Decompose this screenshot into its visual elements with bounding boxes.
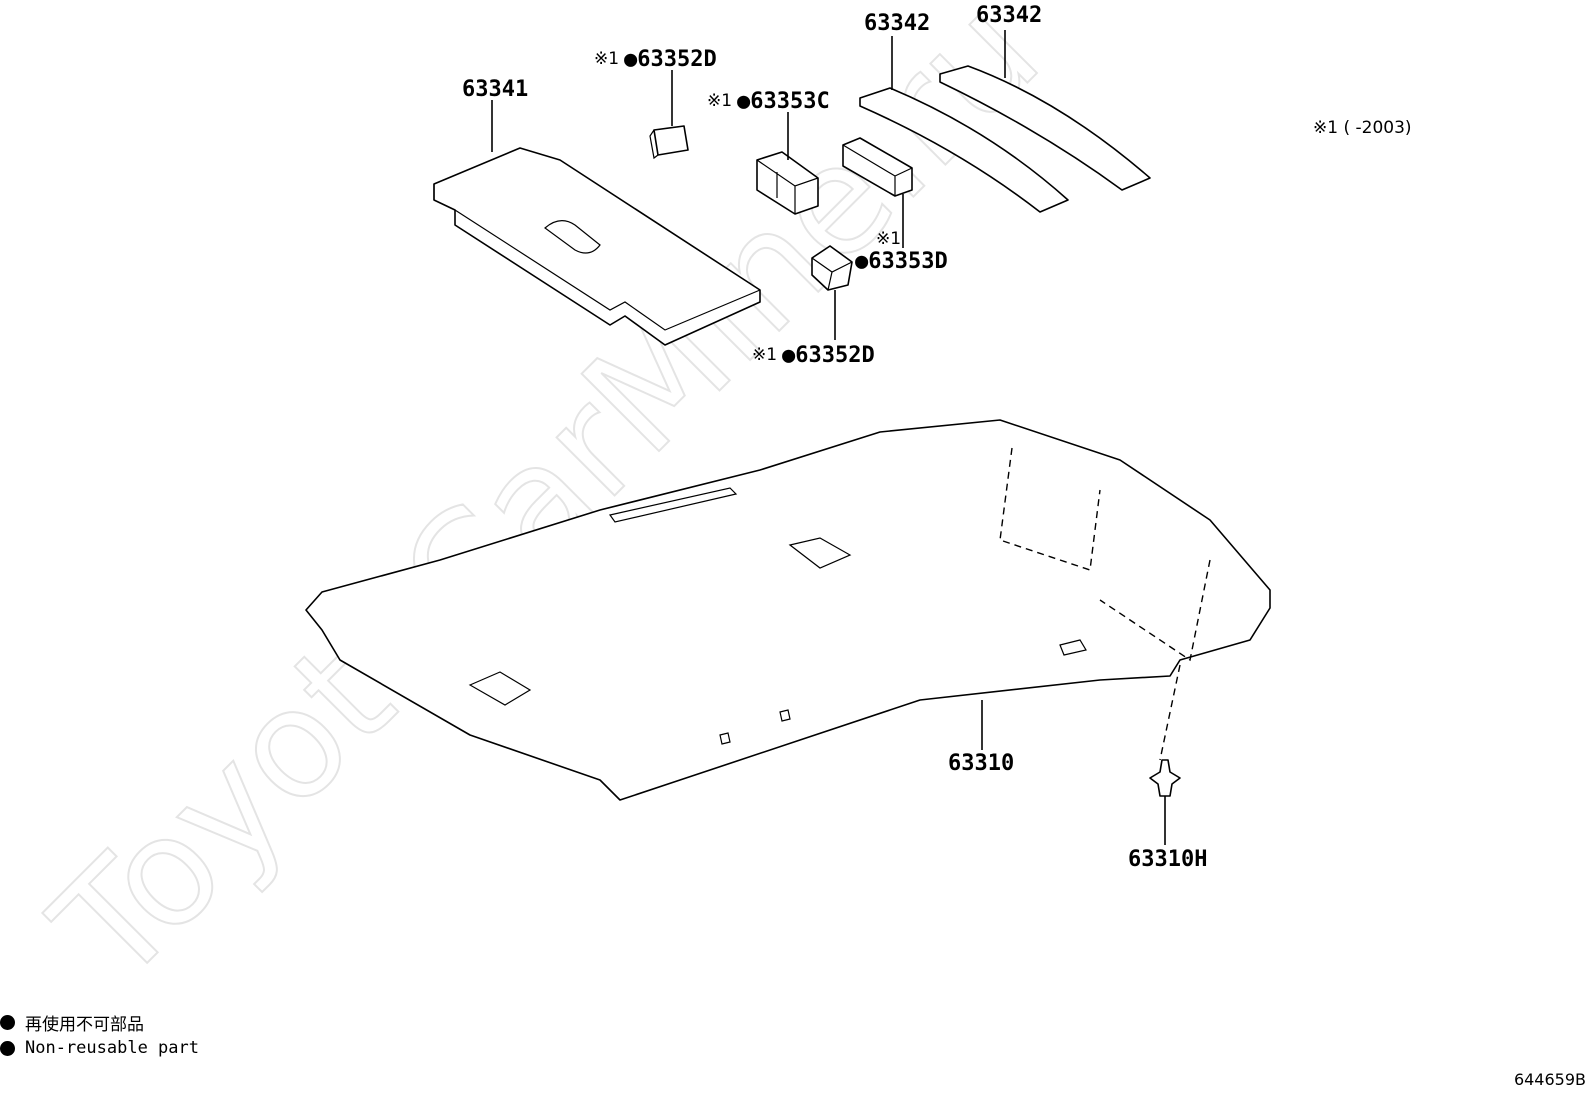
part-63353d-block (842, 137, 913, 197)
part-63310h-clip (1149, 759, 1181, 797)
legend-en: Non-reusable part (25, 1038, 199, 1058)
bullet-icon (0, 1015, 15, 1030)
legend-jp-row: 再使用不可部品 (0, 1010, 144, 1035)
refmark-63352d-top: ※1 (594, 49, 619, 69)
label-63352d-bottom: ●63352D (782, 343, 875, 368)
label-63342-b: 63342 (976, 3, 1042, 28)
label-63353d: ●63353D (855, 249, 948, 274)
label-63310: 63310 (948, 751, 1014, 776)
refmark-63353c: ※1 (707, 91, 732, 111)
legend-jp: 再使用不可部品 (25, 1015, 144, 1035)
date-note: ※1 ( -2003) (1313, 118, 1412, 138)
part-63352d-bottom-block (811, 245, 853, 291)
label-63352d-top: ●63352D (624, 47, 717, 72)
part-63353c-block (756, 151, 819, 215)
figure-id: 644659B (1513, 1070, 1586, 1089)
label-63310h: 63310H (1128, 847, 1207, 872)
part-63310-headliner (305, 419, 1271, 801)
label-63341: 63341 (462, 77, 528, 102)
refmark-63352d-bottom: ※1 (752, 345, 777, 365)
part-63352d-top-block (649, 125, 689, 160)
bullet-icon (0, 1040, 15, 1056)
label-63342-a: 63342 (864, 11, 930, 36)
legend-en-row: Non-reusable part (0, 1038, 199, 1058)
refmark-63353d: ※1 (876, 229, 901, 249)
part-63341-pad (433, 147, 761, 346)
label-63353c: ●63353C (737, 89, 830, 114)
part-63342-strip-a (859, 87, 1069, 213)
part-63342-strip-b (939, 65, 1151, 191)
